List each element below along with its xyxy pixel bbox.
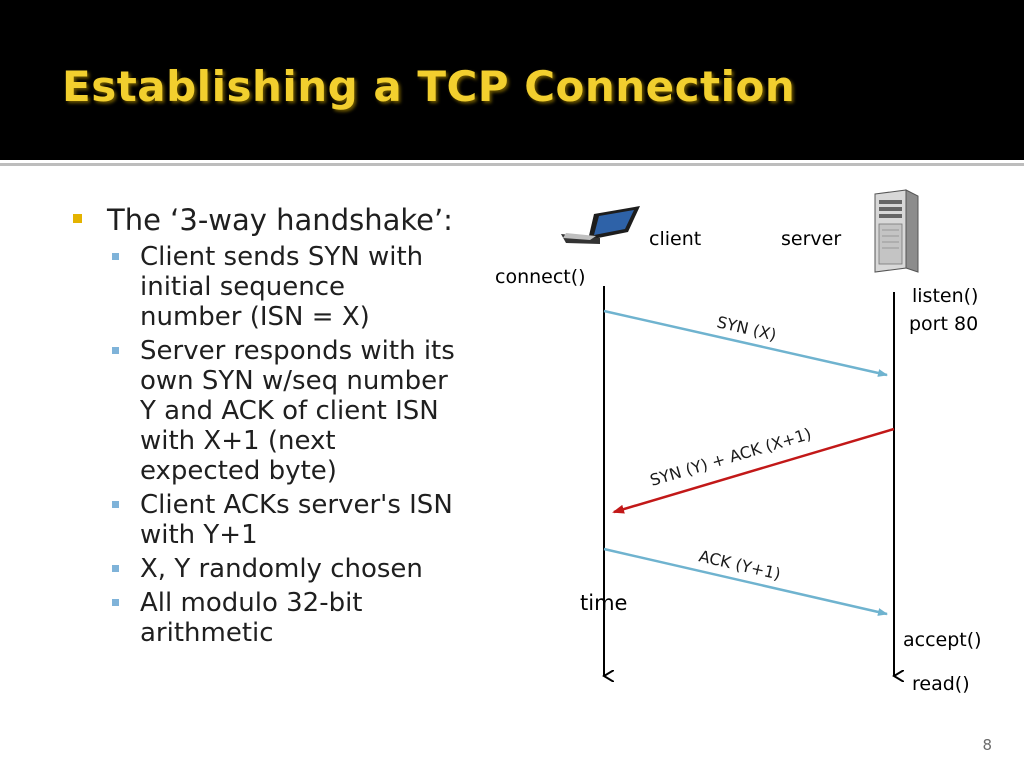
bullet-marker <box>73 214 82 223</box>
listen-label: listen() <box>912 285 978 307</box>
sub-bullet-text: All modulo 32-bit arithmetic <box>140 588 363 648</box>
time-label: time <box>580 591 627 615</box>
synack-message-label: SYN (Y) + ACK (X+1) <box>648 424 814 490</box>
sub-bullet: Server responds with its own SYN w/seq n… <box>70 336 520 486</box>
slide-title: Establishing a TCP Connection <box>62 62 796 111</box>
read-label: read() <box>912 673 970 695</box>
sub-bullet-text: X, Y randomly chosen <box>140 554 423 584</box>
sub-bullet-list: Client sends SYN with initial sequence n… <box>70 242 520 648</box>
ack-message-label: ACK (Y+1) <box>697 546 782 583</box>
sub-bullet-text: Client ACKs server's ISN with Y+1 <box>140 490 453 550</box>
sub-bullet-text: Client sends SYN with initial sequence n… <box>140 242 424 332</box>
client-label: client <box>649 228 701 250</box>
port-label: port 80 <box>909 313 978 335</box>
server-tower-icon <box>874 189 919 273</box>
sub-bullet-marker <box>112 501 119 508</box>
sub-bullet-marker <box>112 565 119 572</box>
syn-message-label: SYN (X) <box>715 312 778 344</box>
laptop-icon <box>561 206 640 244</box>
sub-bullet: Client sends SYN with initial sequence n… <box>70 242 520 332</box>
sub-bullet-marker <box>112 347 119 354</box>
sub-bullet-marker <box>112 253 119 260</box>
sub-bullet-text: Server responds with its own SYN w/seq n… <box>140 336 455 486</box>
bullet-main: The ‘3-way handshake’: <box>70 203 520 237</box>
connect-label: connect() <box>495 266 586 288</box>
bullet-main-text: The ‘3-way handshake’: <box>107 203 453 237</box>
sub-bullet: X, Y randomly chosen <box>70 554 520 584</box>
page-number: 8 <box>982 736 992 754</box>
bullet-list: The ‘3-way handshake’: Client sends SYN … <box>70 203 520 648</box>
sub-bullet-marker <box>112 599 119 606</box>
title-divider <box>0 163 1024 166</box>
ack-arrow <box>603 547 888 616</box>
accept-label: accept() <box>903 629 982 651</box>
syn-arrow <box>603 309 888 377</box>
server-label: server <box>781 228 841 250</box>
sub-bullet: All modulo 32-bit arithmetic <box>70 588 520 648</box>
title-bar: Establishing a TCP Connection <box>0 0 1024 160</box>
sub-bullet: Client ACKs server's ISN with Y+1 <box>70 490 520 550</box>
synack-arrow <box>612 427 895 514</box>
